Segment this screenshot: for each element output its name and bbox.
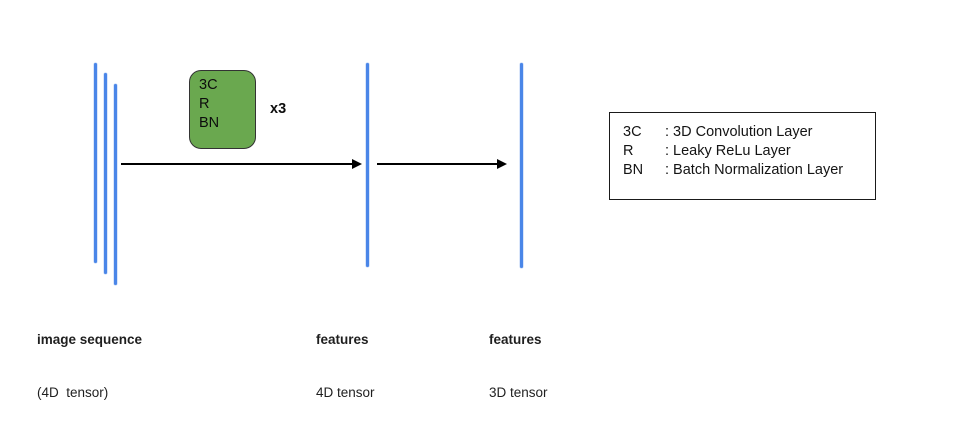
stage-label-features-4d: features 4D tensor 3x1x400x768: [316, 296, 396, 426]
features-4d-tensor-line: [366, 63, 369, 267]
features-3d-tensor-line: [520, 63, 523, 268]
stage-title: features: [489, 332, 542, 347]
repeat-multiplier-label: x3: [270, 101, 287, 117]
conv-block: 3C R BN: [189, 70, 256, 149]
stage-tensor-rank: 4D tensor: [316, 384, 375, 400]
legend-abbr: BN: [623, 162, 644, 178]
legend-row-bn: BN : Batch Normalization Layer: [623, 161, 875, 180]
conv-block-op-r: R: [199, 96, 210, 112]
stage-title: features: [316, 332, 369, 347]
stage-label-features-3d: features 3D tensor 3x400x768: [489, 296, 555, 426]
input-tensor-line-1: [94, 63, 97, 263]
stage-tensor-rank: 3D tensor: [489, 384, 548, 400]
conv-block-op-bn: BN: [199, 115, 220, 131]
stage-title: image sequence: [37, 332, 143, 347]
legend-row-r: R : Leaky ReLu Layer: [623, 142, 875, 161]
legend-desc: : Batch Normalization Layer: [665, 162, 844, 178]
arrowhead-icon: [497, 159, 507, 169]
legend-row-3c: 3C : 3D Convolution Layer: [623, 123, 875, 142]
arrowhead-icon: [352, 159, 362, 169]
conv-block-op-3c: 3C: [199, 77, 218, 93]
legend-abbr: 3C: [623, 124, 642, 140]
input-tensor-line-2: [104, 73, 107, 274]
arrow-input-to-features-4d: [121, 159, 362, 169]
legend-desc: : 3D Convolution Layer: [665, 124, 813, 140]
arrow-features-4d-to-3d: [377, 159, 507, 169]
stage-tensor-rank: (4D tensor): [37, 384, 109, 400]
legend-box: 3C : 3D Convolution Layer R : Leaky ReLu…: [609, 112, 876, 200]
input-tensor-line-3: [114, 84, 117, 285]
legend-abbr: R: [623, 143, 634, 159]
legend-desc: : Leaky ReLu Layer: [665, 143, 791, 159]
stage-label-image-sequence: image sequence (4D tensor) 3x3x400x768: [37, 296, 142, 426]
